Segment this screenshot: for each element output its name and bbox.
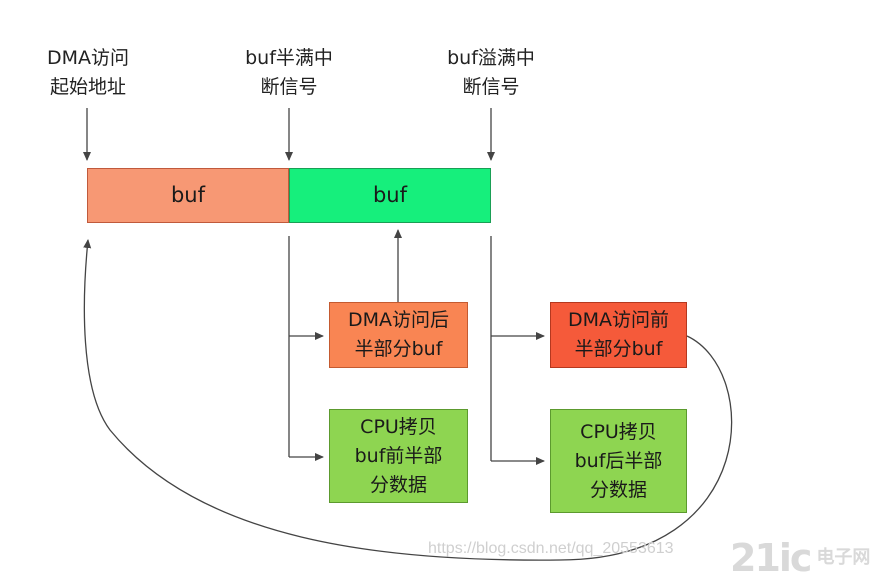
buf-full-label-line2: 断信号 bbox=[462, 76, 520, 98]
buf-full-label-line1: buf溢满中 bbox=[447, 47, 535, 69]
buffer-first-half: buf bbox=[87, 168, 289, 223]
dma-access-front-half-box: DMA访问前 半部分buf bbox=[550, 302, 687, 368]
cpu-front-line1: CPU拷贝 bbox=[360, 415, 437, 438]
dma-front-line2: 半部分buf bbox=[574, 338, 663, 360]
dma-back-line2: 半部分buf bbox=[354, 338, 443, 360]
dma-start-label: DMA访问 起始地址 bbox=[28, 44, 148, 102]
loop-back-arrow bbox=[83, 239, 733, 561]
buf-half-label-line1: buf半满中 bbox=[245, 47, 333, 69]
cpu-front-line2: buf前半部 bbox=[354, 444, 443, 467]
site-logo-text: 电子网 bbox=[816, 547, 871, 568]
cpu-front-line3: 分数据 bbox=[369, 473, 427, 496]
cpu-back-line1: CPU拷贝 bbox=[580, 420, 657, 443]
site-logo-mark: 21ic bbox=[730, 536, 812, 580]
blog-watermark: https://blog.csdn.net/qq_20553613 bbox=[428, 540, 674, 557]
dma-access-back-half-box: DMA访问后 半部分buf bbox=[329, 302, 468, 368]
dma-start-label-line1: DMA访问 bbox=[46, 47, 130, 69]
buffer-second-half: buf bbox=[289, 168, 491, 223]
dma-back-line1: DMA访问后 bbox=[347, 309, 450, 331]
dma-front-line1: DMA访问前 bbox=[567, 309, 670, 331]
cpu-copy-front-half-box: CPU拷贝 buf前半部 分数据 bbox=[329, 409, 468, 503]
buf-half-label: buf半满中 断信号 bbox=[226, 44, 352, 102]
cpu-copy-back-half-box: CPU拷贝 buf后半部 分数据 bbox=[550, 409, 687, 513]
buf-full-label: buf溢满中 断信号 bbox=[428, 44, 554, 102]
cpu-back-line3: 分数据 bbox=[589, 478, 647, 501]
buffer-first-half-label: buf bbox=[170, 183, 206, 207]
site-logo: 21ic 电子网 bbox=[730, 538, 870, 578]
dma-start-label-line2: 起始地址 bbox=[49, 76, 126, 98]
buf-half-label-line2: 断信号 bbox=[260, 76, 318, 98]
buffer-second-half-label: buf bbox=[372, 183, 408, 207]
cpu-back-line2: buf后半部 bbox=[574, 449, 663, 472]
